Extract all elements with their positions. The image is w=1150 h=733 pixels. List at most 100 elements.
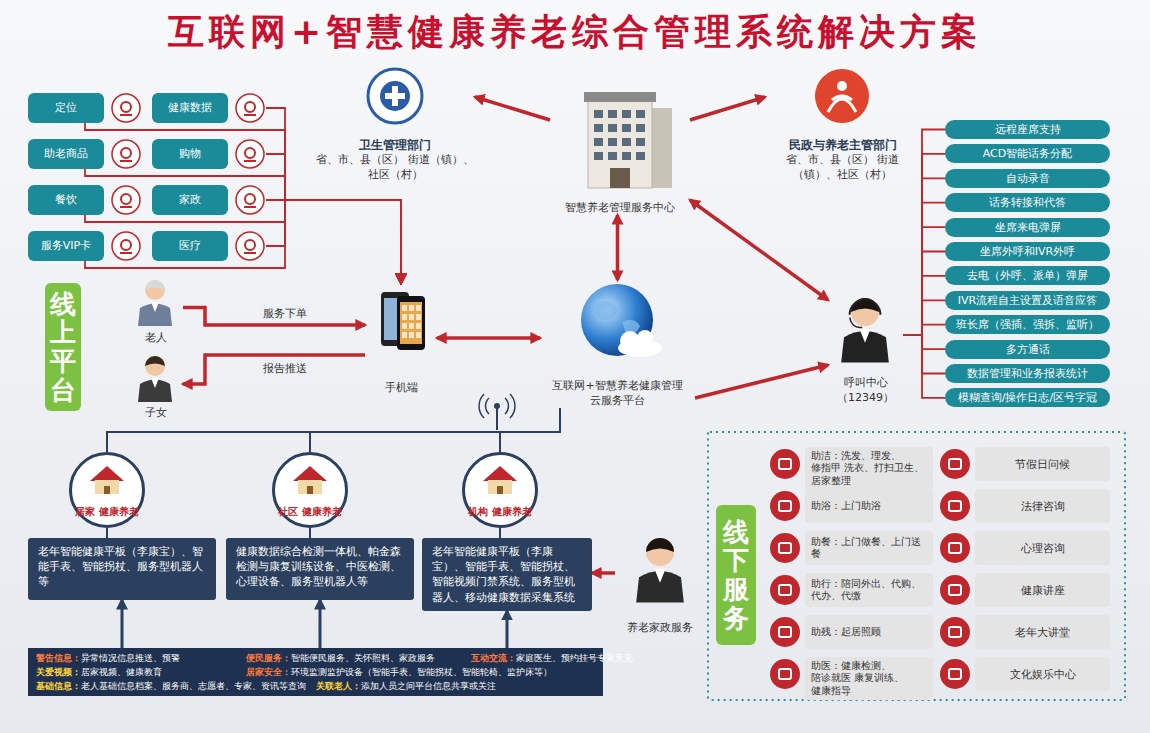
node-label: 健康数据综合检测一体机、帕金森检测与康复训练设备、中医检测、心理设备、服务型机器… <box>236 544 404 590</box>
info-cell: 关联老人：添加人员之间平台信息共享或关注 <box>316 679 506 693</box>
connector <box>85 200 401 283</box>
illustration-shape <box>949 459 961 469</box>
illustration-shape <box>90 466 124 481</box>
illustration-shape <box>949 585 961 595</box>
node-label: 家政 <box>152 185 228 215</box>
fig-node: 呼叫中心 （12349） <box>828 285 903 405</box>
illustration-shape <box>245 194 255 204</box>
illustration-shape <box>608 124 617 132</box>
list-node: 数据管理和业务报表统计 <box>945 364 1110 383</box>
illustration-shape <box>244 114 256 116</box>
connector <box>266 200 401 283</box>
illustration-shape <box>622 152 631 160</box>
off-node: 助行：陪同外出、代购、代办、代缴 <box>805 573 933 607</box>
node-label: 心理咨询 <box>1021 541 1065 556</box>
illustration-shape <box>245 148 255 158</box>
illustration-shape <box>409 314 414 320</box>
node-label: 互动交流： <box>471 653 516 663</box>
illustration-shape <box>497 486 503 494</box>
illustration-shape <box>859 329 870 343</box>
illustration-shape <box>409 305 414 311</box>
info-cell: 警告信息：异常情况信息推送、预警 <box>36 651 246 665</box>
info-cell: 关爱视频：居家视频、健康教育 <box>36 665 246 679</box>
fig-node: 智慧养老管理服务中心 <box>550 80 690 215</box>
node-label: 多方通话 <box>1006 340 1050 359</box>
illustration-shape <box>581 284 653 356</box>
connector <box>183 355 365 384</box>
illustration-shape <box>637 330 653 346</box>
offr-node: 法律咨询 <box>975 489 1110 523</box>
offr-node: 心理咨询 <box>975 531 1110 565</box>
illustration-shape <box>145 280 165 290</box>
node-label: 关爱视频： <box>36 667 81 677</box>
band-node: 线上平台 <box>45 283 81 411</box>
connector <box>85 123 401 283</box>
illustration-shape <box>145 356 165 376</box>
illustration-shape <box>850 318 863 328</box>
offr-node: 文化娱乐中心 <box>975 657 1110 691</box>
illustration-shape <box>236 186 264 214</box>
node-label: 子女 <box>145 406 167 420</box>
illustration-shape <box>70 453 144 527</box>
illustration-shape <box>770 575 800 605</box>
node-label: 话务转接和代答 <box>989 193 1066 212</box>
pill-node: 健康数据 <box>152 93 266 123</box>
edge-label: 服务下单 <box>260 306 310 321</box>
illustration-shape <box>402 314 407 320</box>
illustration-shape <box>636 124 645 132</box>
illustration-shape <box>594 110 603 118</box>
connector <box>690 200 828 300</box>
node-label: 互联网+智慧养老健康管理 云服务平台 <box>540 379 695 408</box>
illustration-shape <box>940 449 970 479</box>
illustration-shape <box>837 81 847 91</box>
pill-node: 购物 <box>152 139 266 169</box>
illustration-shape <box>151 302 159 312</box>
connector <box>121 600 124 648</box>
node-label: IVR流程自主设置及语音应答 <box>958 291 1097 310</box>
illustration-shape <box>95 480 119 494</box>
connector <box>309 528 311 538</box>
illustration-shape <box>402 305 407 311</box>
illustration-shape <box>654 569 665 583</box>
illustration-shape <box>779 501 791 511</box>
illustration-shape <box>622 124 631 132</box>
node-label: 服务VIP卡 <box>28 231 104 261</box>
node-label: 坐席来电弹屏 <box>995 218 1061 237</box>
illustration-shape <box>770 491 800 521</box>
illustration-shape <box>121 148 131 158</box>
illustration-shape <box>622 138 631 146</box>
illustration-shape <box>483 466 517 481</box>
node-label: 助医：健康检测、陪诊就医 康复训练、健康指导 <box>811 660 927 697</box>
node-label: 异常情况信息推送、预警 <box>81 653 180 663</box>
illustration-shape <box>588 100 652 188</box>
node-label: 居家视频、健康教育 <box>81 667 162 677</box>
illustration-shape <box>479 394 515 418</box>
fig-node: 子女 <box>128 348 183 420</box>
list-node: 多方通话 <box>945 340 1110 359</box>
offr-node: 健康讲座 <box>975 573 1110 607</box>
info-row: 基础信息：老人基础信息档案、服务商、志愿者、专家、资讯等查询关联老人：添加人员之… <box>36 679 595 693</box>
illustration-shape <box>949 543 961 553</box>
connector <box>903 325 945 335</box>
illustration-shape <box>652 108 672 188</box>
info-cell: 居家安全：环境监测监护设备（智能手表、智能拐杖、智能轮椅、监护床等） <box>246 665 562 679</box>
illustration-shape <box>940 659 970 689</box>
illustration-shape <box>307 486 313 494</box>
node-label: 警告信息： <box>36 653 81 663</box>
illustration-shape <box>236 94 264 122</box>
connector <box>475 97 550 120</box>
illustration-shape <box>779 585 791 595</box>
offr-node: 老年大讲堂 <box>975 615 1110 649</box>
illustration-shape <box>120 206 132 208</box>
illustration-shape <box>850 299 881 314</box>
node-label: 居家安全： <box>246 667 291 677</box>
connector <box>499 528 501 538</box>
node-label: 助洁：洗发、理发、修指甲 洗衣、打扫卫生、居家整理 <box>811 450 927 487</box>
list-node: 坐席外呼和IVR外呼 <box>945 242 1110 261</box>
illustration-shape <box>494 403 500 409</box>
connector <box>903 252 945 336</box>
connector <box>266 108 401 283</box>
dark-node: 健康数据综合检测一体机、帕金森检测与康复训练设备、中医检测、心理设备、服务型机器… <box>226 538 414 600</box>
illustration-shape <box>779 669 791 679</box>
node-label: 助老商品 <box>28 139 104 169</box>
